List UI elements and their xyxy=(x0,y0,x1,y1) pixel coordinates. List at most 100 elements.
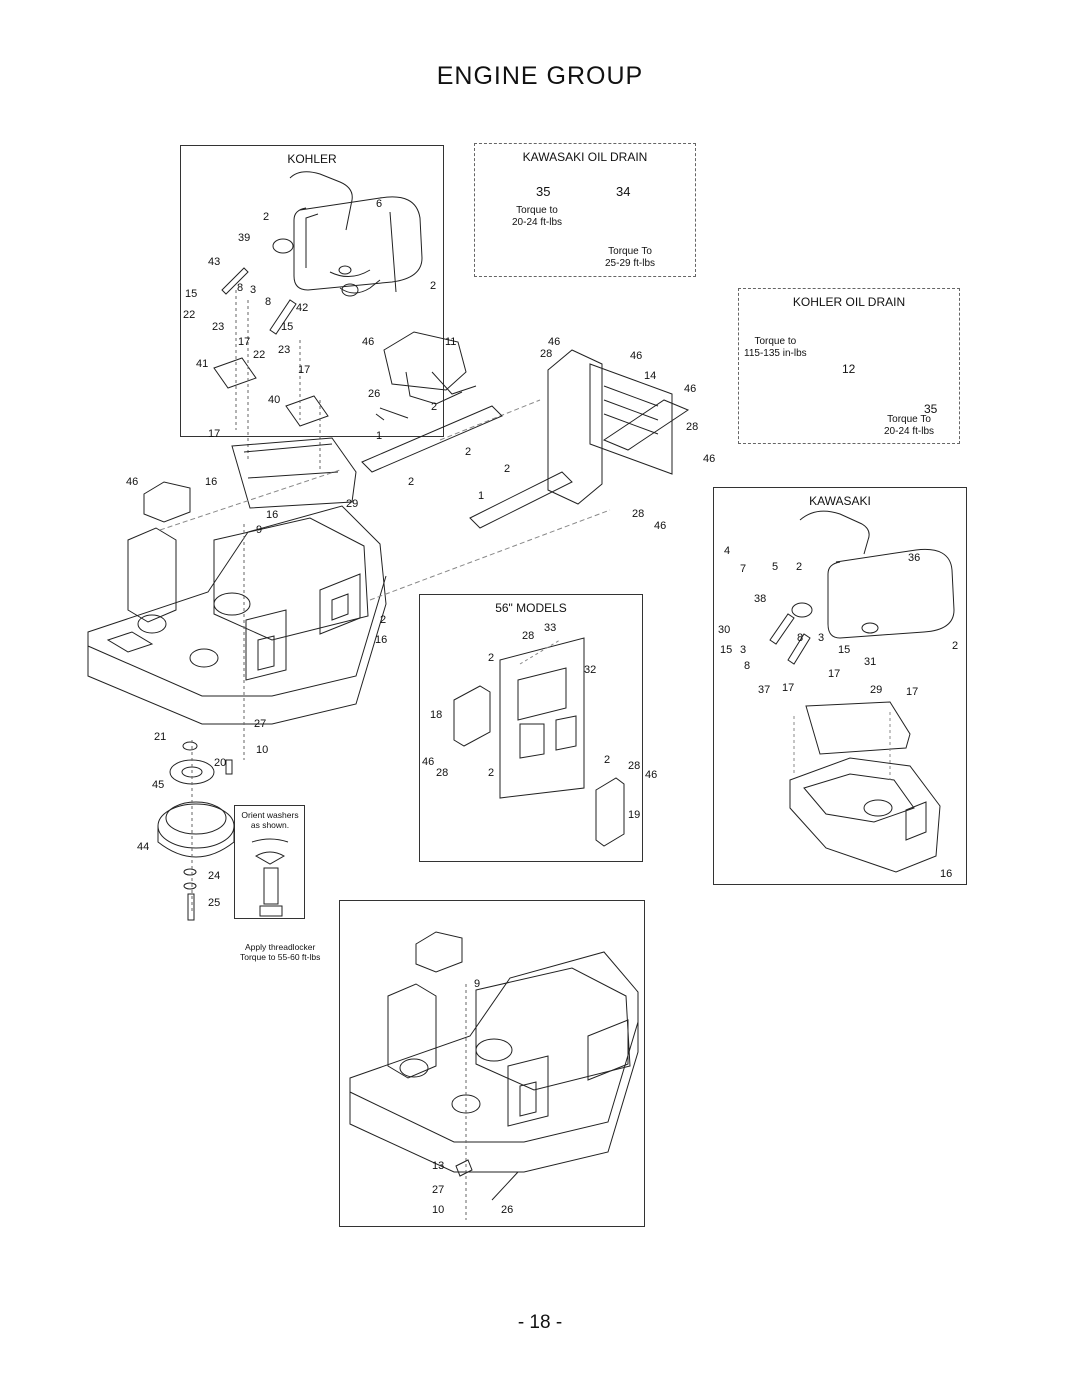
models56-label: 56" MODELS xyxy=(495,601,567,615)
callout-28a: 28 xyxy=(540,348,553,360)
callout-2c: 2 xyxy=(431,401,438,413)
bottom-frame-box xyxy=(339,900,645,1227)
callout-7: 7 xyxy=(740,563,747,575)
callout-46c: 46 xyxy=(630,350,643,362)
callout-46i: 46 xyxy=(645,769,658,781)
callout-20: 20 xyxy=(214,757,227,769)
callout-15: 15 xyxy=(185,288,198,300)
callout-13: 13 xyxy=(432,1160,445,1172)
callout-11: 11 xyxy=(445,336,457,348)
callout-2e: 2 xyxy=(504,463,511,475)
callout-29b: 29 xyxy=(870,684,883,696)
callout-30: 30 xyxy=(718,624,731,636)
callout-2f: 2 xyxy=(408,476,415,488)
callout-24: 24 xyxy=(208,870,221,882)
callout-10: 10 xyxy=(256,744,269,756)
callout-2j: 2 xyxy=(604,754,611,766)
callout-46d: 46 xyxy=(684,383,697,395)
callout-2g: 2 xyxy=(380,614,387,626)
callout-38: 38 xyxy=(754,593,767,605)
callout-17e: 17 xyxy=(828,668,841,680)
callout-2k: 2 xyxy=(796,561,803,573)
callout-25: 25 xyxy=(208,897,221,909)
callout-28f: 28 xyxy=(628,760,641,772)
callout-1b: 1 xyxy=(478,490,485,502)
callout-9b: 9 xyxy=(474,978,481,990)
callout-28e: 28 xyxy=(436,767,449,779)
callout-26: 26 xyxy=(368,388,381,400)
callout-46a: 46 xyxy=(362,336,375,348)
callout-3c: 3 xyxy=(740,644,747,656)
callout-16b: 16 xyxy=(266,509,279,521)
page-title: ENGINE GROUP xyxy=(436,62,644,90)
kohler-box: KOHLER xyxy=(180,145,444,437)
callout-39: 39 xyxy=(238,232,251,244)
page-number: - 18 - xyxy=(517,1312,563,1333)
callout-14: 14 xyxy=(644,370,657,382)
callout-33: 33 xyxy=(544,622,557,634)
callout-9: 9 xyxy=(256,524,263,536)
callout-3: 3 xyxy=(250,284,257,296)
callout-17b: 17 xyxy=(298,364,311,376)
kawasaki-oil-drain-label: KAWASAKI OIL DRAIN xyxy=(522,150,648,164)
callout-46b: 46 xyxy=(548,336,561,348)
callout-41: 41 xyxy=(196,358,209,370)
callout-40: 40 xyxy=(268,394,281,406)
callout-27: 27 xyxy=(254,718,267,730)
callout-8c: 8 xyxy=(797,632,804,644)
orient-washers-note: Orient washers as shown. xyxy=(241,810,299,830)
callout-35b: 35 xyxy=(924,402,938,416)
kohler-label: KOHLER xyxy=(287,152,337,166)
callout-37: 37 xyxy=(758,684,771,696)
callout-16a: 16 xyxy=(205,476,218,488)
callout-35: 35 xyxy=(536,184,551,199)
callout-2: 2 xyxy=(263,211,270,223)
callout-46e: 46 xyxy=(703,453,716,465)
callout-22b: 22 xyxy=(253,349,266,361)
callout-18: 18 xyxy=(430,709,443,721)
callout-17c: 17 xyxy=(208,428,221,440)
callout-23: 23 xyxy=(212,321,225,333)
callout-23b: 23 xyxy=(278,344,291,356)
callout-46f: 46 xyxy=(654,520,667,532)
callout-43: 43 xyxy=(208,256,221,268)
kohler-oil-drain-label: KOHLER OIL DRAIN xyxy=(792,295,906,309)
callout-27b: 27 xyxy=(432,1184,445,1196)
callout-5: 5 xyxy=(772,561,779,573)
callout-6: 6 xyxy=(376,198,383,210)
callout-15c: 15 xyxy=(720,644,733,656)
callout-2h: 2 xyxy=(488,652,495,664)
callout-34: 34 xyxy=(616,184,631,199)
callout-28c: 28 xyxy=(632,508,645,520)
callout-31: 31 xyxy=(864,656,877,668)
callout-32: 32 xyxy=(584,664,597,676)
callout-17: 17 xyxy=(238,336,251,348)
clutch-note-box xyxy=(234,805,305,919)
callout-12: 12 xyxy=(842,362,856,376)
callout-19: 19 xyxy=(628,809,641,821)
callout-26b: 26 xyxy=(501,1204,514,1216)
callout-2l: 2 xyxy=(952,640,959,652)
callout-8b: 8 xyxy=(265,296,272,308)
callout-28d: 28 xyxy=(522,630,535,642)
callout-16d: 16 xyxy=(940,868,953,880)
kawasaki-box: KAWASAKI xyxy=(713,487,967,885)
callout-17d: 17 xyxy=(782,682,795,694)
callout-21: 21 xyxy=(154,731,167,743)
callout-28b: 28 xyxy=(686,421,699,433)
callout-15b: 15 xyxy=(281,321,294,333)
callout-2b: 2 xyxy=(430,280,437,292)
callout-36: 36 xyxy=(908,552,921,564)
callout-42: 42 xyxy=(296,302,309,314)
callout-8d: 8 xyxy=(744,660,751,672)
callout-16c: 16 xyxy=(375,634,388,646)
models56-box: 56" MODELS xyxy=(419,594,643,862)
callout-4: 4 xyxy=(724,545,731,557)
callout-2i: 2 xyxy=(488,767,495,779)
kohler-oil-drain-box: KOHLER OIL DRAIN xyxy=(738,288,960,444)
callout-46g: 46 xyxy=(126,476,139,488)
